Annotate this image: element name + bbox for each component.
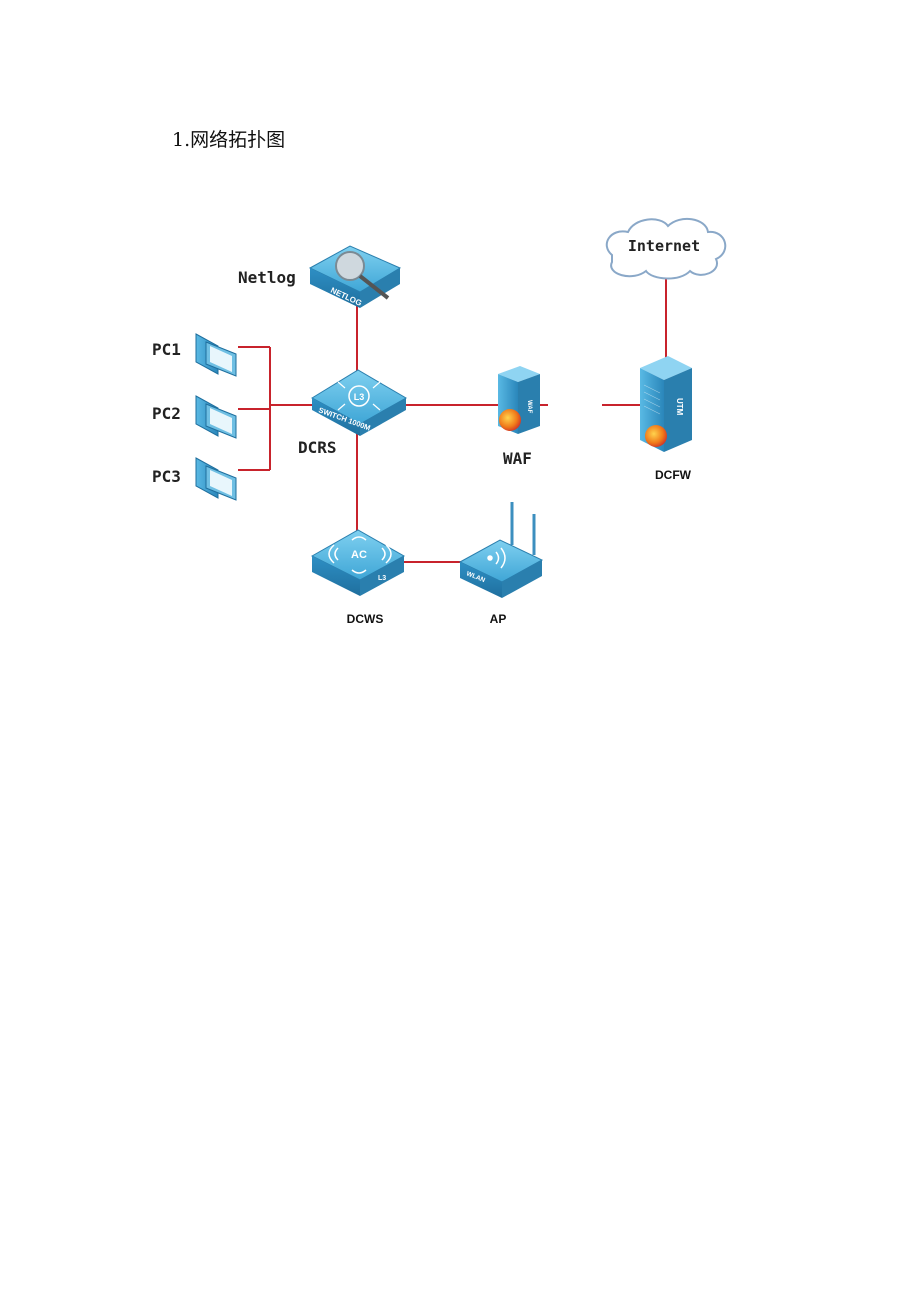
waf-device-text: WAF bbox=[526, 400, 532, 414]
netlog-device: NETLOG bbox=[308, 245, 402, 308]
pc1-computer-icon bbox=[195, 333, 237, 377]
ap-access-point: WLAN bbox=[458, 502, 544, 598]
dcrs-label: DCRS bbox=[298, 438, 337, 457]
internet-cloud: Internet bbox=[605, 217, 727, 280]
fire-icon bbox=[645, 425, 667, 447]
link-pcs-dcrs bbox=[238, 346, 312, 471]
links bbox=[238, 272, 667, 563]
netlog-label: Netlog bbox=[238, 268, 296, 287]
pc3-computer-icon bbox=[195, 457, 237, 501]
dcws-label: DCWS bbox=[347, 612, 384, 626]
ap-label: AP bbox=[490, 612, 507, 626]
internet-label: Internet bbox=[628, 237, 700, 255]
l3-badge-icon bbox=[348, 385, 370, 407]
wifi-icon bbox=[487, 547, 506, 569]
dcrs-badge: L3 bbox=[354, 392, 365, 402]
pc2-label: PC2 bbox=[152, 404, 181, 423]
pc2-computer-icon bbox=[195, 395, 237, 439]
waf-device: WAF bbox=[498, 366, 540, 434]
page-title: 1.网络拓扑图 bbox=[172, 129, 286, 151]
dcws-device-text: L3 bbox=[378, 575, 386, 582]
dcfw-device: UTM bbox=[640, 356, 692, 452]
dcfw-label: DCFW bbox=[655, 468, 692, 482]
fire-icon bbox=[499, 409, 521, 431]
magnifier-icon bbox=[335, 251, 365, 281]
dcws-badge: AC bbox=[351, 549, 367, 561]
dcfw-device-text: UTM bbox=[675, 398, 684, 416]
pc1-label: PC1 bbox=[152, 340, 181, 359]
pc3-label: PC3 bbox=[152, 467, 181, 486]
dcws-controller: AC L3 bbox=[310, 529, 406, 596]
dcrs-switch: L3 SWITCH 1000M bbox=[310, 369, 408, 436]
waf-label: WAF bbox=[503, 449, 532, 468]
arrows-icon bbox=[337, 381, 381, 411]
wifi-icon bbox=[328, 536, 392, 574]
